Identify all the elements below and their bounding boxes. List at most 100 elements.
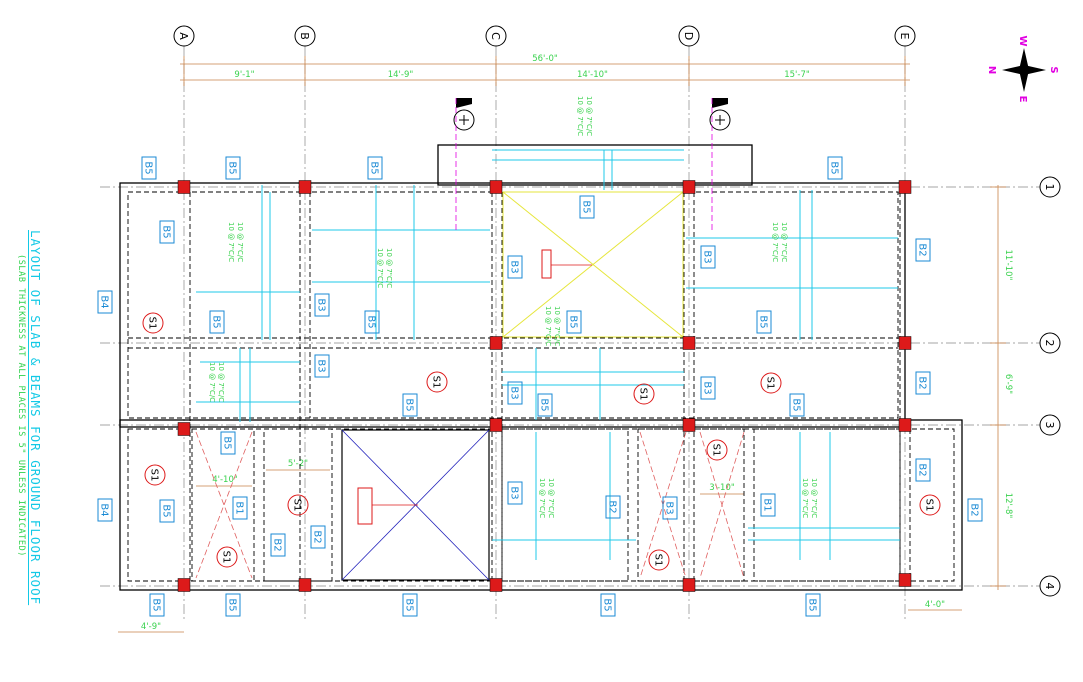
slab-tag-circle [706,439,728,461]
compass-label-w: W [1017,35,1028,46]
grid-bubble-col [894,25,916,47]
grid-bubble-col [294,25,316,47]
beam-tag-box [225,593,241,617]
section-marker-flag [712,98,728,108]
beam-tag-b4: B4 [99,503,110,516]
compass-label-s: S [1048,66,1059,73]
drawing-title-block: LAYOUT OF SLAB & BEAMS FOR GROUND FLOOR … [2,230,92,610]
beam-tag-b2: B2 [272,538,283,551]
dimension-text: 4'-10" [212,475,238,485]
rebar-note: 10 @ 7"C/C [585,96,593,136]
beam-tag-box [367,156,383,180]
column [898,180,912,194]
stair-opening [341,429,490,581]
dimension-text: 3'-10" [709,483,735,493]
grid-bubble-row [1039,332,1061,354]
beam-tag-box [402,393,418,417]
beam-tag-b2: B2 [917,463,928,476]
beam-tag-box [159,220,175,244]
beam-tag-b5: B5 [227,598,238,611]
slab-tag-circle [144,464,166,486]
beam-tag-box [159,499,175,523]
beam-tag-b5: B5 [758,315,769,328]
beam-tag-b5: B5 [222,436,233,449]
column [177,180,191,194]
grid-bubble-col [678,25,700,47]
dimension-text: 6'-9" [1003,374,1013,394]
slab-tag-circle [648,549,670,571]
beam-tag-box [209,310,225,334]
beam-tag-b2: B2 [312,530,323,543]
column [898,418,912,432]
room-outline [501,428,629,582]
beam-tag-b5: B5 [539,398,550,411]
drawing-title: LAYOUT OF SLAB & BEAMS FOR GROUND FLOOR … [28,230,43,606]
beam-tag-box [662,496,678,520]
beam-tag-box [232,496,248,520]
rebar-note: 10 @ 7"C/C [236,222,244,262]
openings [195,191,745,581]
slab-tag-label: S1 [431,376,442,389]
beam-tag-box [789,393,805,417]
grid-bubble-row [1039,575,1061,597]
beam-tag-box [566,310,582,334]
room-outline [263,428,333,582]
annotations [453,98,731,230]
slab-tag-label: S1 [924,499,935,512]
dimension-text: 11'-10" [1003,250,1013,281]
column [298,578,312,592]
rebar-note: 10 @ 7"C/C [576,96,584,136]
slab-tag-label: S1 [638,388,649,401]
dimension-text: 14'-10" [577,70,608,80]
beam-tag-b1: B1 [234,501,245,514]
dimension-text: 9'-1" [234,70,254,80]
beam-tag-box [149,593,165,617]
column [298,180,312,194]
beam-tag-box [402,593,418,617]
column [898,573,912,587]
slab-tag-label: S1 [221,551,232,564]
shaft-cross-line [195,431,253,579]
beam-tag-box [225,156,241,180]
beam-tag-b5: B5 [829,161,840,174]
lift-cross-line [502,191,684,338]
beam-tag-b2: B2 [917,376,928,389]
slab-tag-label: S1 [711,444,722,457]
beam-tag-b3: B3 [509,386,520,399]
compass-label-n: N [986,66,997,74]
rebar-note: 10 @ 7"C/C [771,222,779,262]
beam-tag-b5: B5 [568,315,579,328]
grid-label-row: 1 [1043,184,1056,191]
slab-tag-circle [142,312,164,334]
beam-tag-b3: B3 [509,486,520,499]
beam-tag-b2: B2 [969,503,980,516]
section-marker-flag [456,98,472,108]
beam-tag-box [220,431,236,455]
walls [119,144,963,591]
shaft-cross-line [195,431,253,579]
rebar-note: 10 @ 7"C/C [801,478,809,518]
column [682,180,696,194]
dimension-text: 12'-8" [1003,493,1013,519]
beam-tag-b5: B5 [369,161,380,174]
rebar-note: 10 @ 7"C/C [544,306,552,346]
beam-tag-b5: B5 [807,598,818,611]
slab-tag-label: S1 [147,317,158,330]
beam-tag-box [507,381,523,405]
beam-tag-box [364,310,380,334]
slab-tag-circle [426,371,448,393]
dimension-lines: 56'-0"9'-1"14'-9"14'-10"15'-7"11'-10"6'-… [118,54,1013,633]
slab-tag-label: S1 [653,554,664,567]
dimension-text: 14'-9" [388,70,414,80]
columns [177,180,912,592]
rebar-note: 10 @ 7"C/C [538,478,546,518]
beam-tag-box [915,371,931,395]
slab-tag-label: S1 [149,469,160,482]
beam-tag-box [314,354,330,378]
rebar-note: 10 @ 7"C/C [780,222,788,262]
beam-tag-box [141,156,157,180]
rebar-note: 10 @ 7"C/C [385,248,393,288]
grid-label-row: 2 [1043,340,1056,347]
